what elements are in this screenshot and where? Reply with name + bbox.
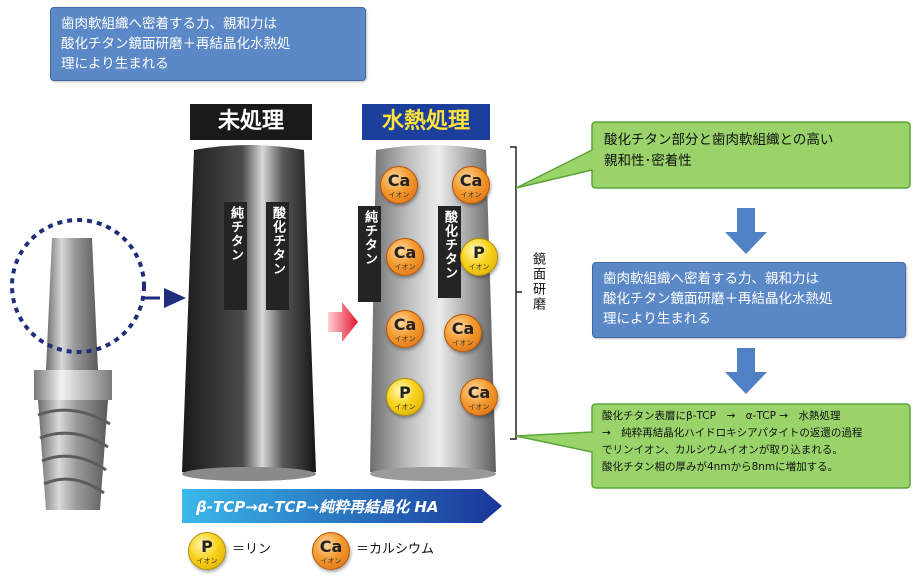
untreated-label-ti-oxide: 酸化チタン (266, 202, 289, 310)
implant-thread-body (38, 400, 108, 510)
implant-illustration (10, 218, 160, 510)
callout-2-line-1: 酸化チタン表層にβ-TCP → α-TCP → 水熱処理 (602, 410, 841, 422)
middle-note-line-1: 歯肉軟組織へ密着する力、親和力は (603, 271, 819, 287)
down-arrow-icon (725, 348, 767, 394)
legend-ca-label: ＝カルシウム (356, 542, 435, 557)
mirror-polish-bracket (510, 146, 522, 440)
treated-title: 水熱処理 (362, 104, 490, 140)
implant-collar (34, 370, 112, 400)
callout-2-line-3: でリンイオン、カルシウムイオンが取り込まれる。 (602, 444, 843, 456)
legend-p-label: ＝リン (232, 542, 272, 557)
callout-1-line-1: 酸化チタン部分と歯肉軟組織との高い (604, 132, 834, 148)
untreated-cylinder (182, 145, 316, 481)
mirror-polish-label: 鏡面研磨 (530, 252, 545, 312)
callout-2-line-4: 酸化チタン相の厚みが4nmから8nmに増加する。 (602, 461, 839, 473)
pointer-arrow-head (164, 288, 186, 308)
untreated-label-pure-ti: 純チタン (224, 202, 247, 310)
top-note-line-3: 理により生まれる (61, 56, 169, 72)
callout-1: 酸化チタン部分と歯肉軟組織との高い 親和性･密着性 (604, 130, 833, 172)
middle-note-line-3: 理により生まれる (603, 311, 711, 327)
callout-1-line-2: 親和性･密着性 (604, 153, 692, 169)
callout-2: 酸化チタン表層にβ-TCP → α-TCP → 水熱処理 → 純粋再結晶化ハイド… (602, 408, 862, 476)
top-note-line-1: 歯肉軟組織へ密着する力、親和力は (61, 16, 277, 32)
callout-2-line-2: → 純粋再結晶化ハイドロキシアパタイトの返還の過程 (602, 427, 863, 439)
top-note: 歯肉軟組織へ密着する力、親和力は 酸化チタン鏡面研磨＋再結晶化水熱処 理により生… (50, 7, 366, 81)
process-bar (182, 489, 502, 523)
middle-note-line-2: 酸化チタン鏡面研磨＋再結晶化水熱処 (603, 291, 833, 307)
treatment-arrow (328, 302, 358, 342)
focus-circle (10, 218, 146, 354)
untreated-title: 未処理 (190, 104, 312, 140)
process-bar-text: β-TCP→α-TCP→純粋再結晶化 HA (196, 498, 439, 516)
down-arrow-icon (725, 208, 767, 254)
treated-label-pure-ti: 純チタン (358, 206, 381, 302)
middle-note: 歯肉軟組織へ密着する力、親和力は 酸化チタン鏡面研磨＋再結晶化水熱処 理により生… (592, 262, 906, 338)
implant-threads (37, 408, 111, 495)
top-note-line-2: 酸化チタン鏡面研磨＋再結晶化水熱処 (61, 36, 291, 52)
implant-abutment (46, 238, 98, 370)
treated-label-ti-oxide: 酸化チタン (438, 206, 461, 298)
callout-2-shape (515, 403, 911, 489)
callout-1-shape (515, 121, 911, 189)
